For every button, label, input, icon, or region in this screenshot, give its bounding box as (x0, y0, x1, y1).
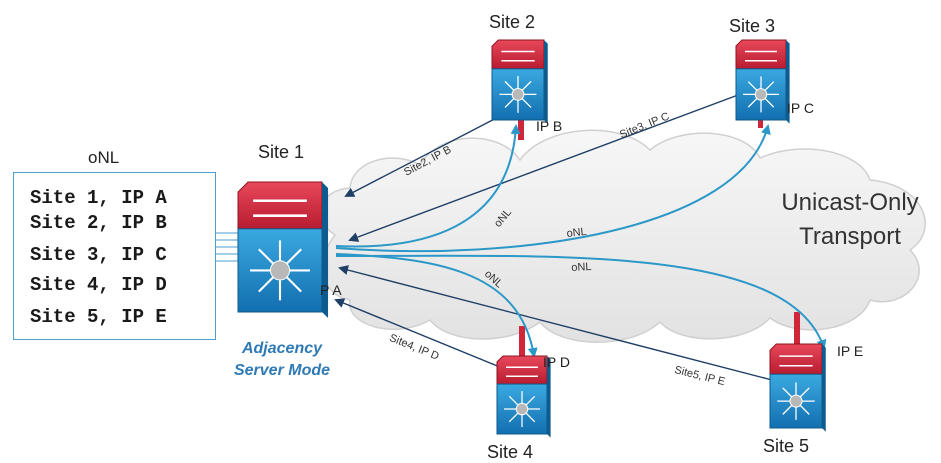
onl-arrows (335, 124, 827, 358)
onl-entry: Site 3, IP C (30, 244, 167, 266)
onl-table: Site 1, IP A Site 2, IP B Site 3, IP C S… (13, 172, 216, 340)
site5-switch-icon (769, 343, 826, 432)
onl-label-site3: oNL (566, 225, 588, 240)
site1-switch-icon (237, 181, 329, 319)
site2-switch-icon (491, 39, 548, 124)
site5-ip-label: IP E (837, 343, 864, 359)
onl-entry: Site 1, IP A (30, 187, 167, 209)
site3-registration-arrow (348, 94, 739, 242)
site4-label: Site 4 (487, 442, 534, 462)
onl-label-site5: oNL (571, 260, 592, 274)
onl-entry: Site 5, IP E (30, 306, 167, 328)
site1-label: Site 1 (258, 142, 305, 162)
site4-ip-label: IP D (543, 354, 570, 370)
site2-ip-label: IP B (536, 118, 563, 134)
onl-arrow-site2 (335, 124, 521, 248)
site-uplinks (518, 118, 800, 356)
cloud-line2: Transport (799, 223, 901, 250)
onl-table-title: oNL (88, 148, 120, 167)
site5-registration-arrow (338, 265, 773, 381)
site2-label: Site 2 (489, 12, 536, 32)
transport-cloud (319, 129, 926, 343)
site4-switch-icon (496, 355, 551, 438)
onl-arrow-site5 (335, 254, 827, 350)
mode-line2: Server Mode (233, 362, 331, 379)
site5-label: Site 5 (763, 436, 810, 456)
adjacency-server-mode-label: Adjacency Server Mode (212, 338, 352, 382)
onl-entry: Site 2, IP B (30, 212, 167, 234)
onl-entry: Site 4, IP D (30, 274, 167, 296)
site1-ip-label: P A (320, 282, 342, 298)
onl-arrow-site3 (335, 124, 771, 253)
cloud-line1: Unicast-Only (781, 189, 919, 216)
site3-ip-label: IP C (787, 100, 814, 116)
site3-switch-icon (735, 39, 790, 124)
registration-arrows (334, 94, 773, 381)
site2-registration-arrow (344, 111, 509, 197)
switches (237, 39, 826, 438)
cloud-label: Unicast-Only Transport (760, 186, 940, 254)
site4-registration-arrow (334, 298, 513, 373)
mode-line1: Adjacency (241, 340, 323, 357)
site3-label: Site 3 (729, 16, 776, 36)
